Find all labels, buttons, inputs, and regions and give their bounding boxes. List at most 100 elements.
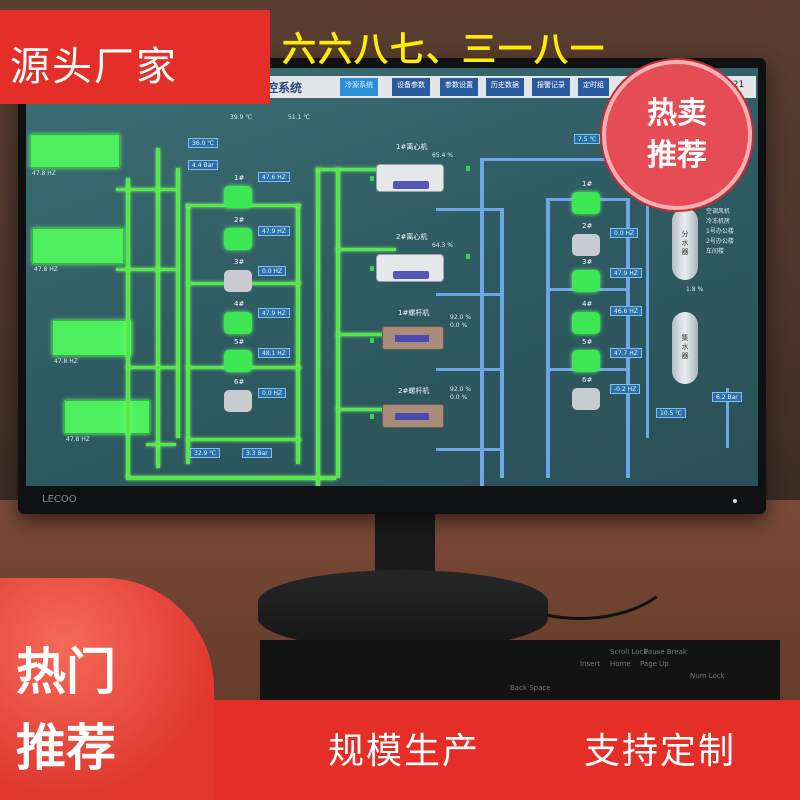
chilled-pump-2[interactable] [572,234,600,256]
chiller-label: 2#螺杆机 [398,387,430,395]
cooling-pump-2[interactable] [224,228,252,250]
pump-label: 1# [234,174,245,182]
top-left-temp2: 51.1 ℃ [288,114,311,121]
cw-return-pressure: 3.3 Bar [242,448,272,458]
badge-line: 推荐 [16,718,116,777]
key-label: Num Lock [690,672,725,680]
chilled-pump-6[interactable] [572,388,600,410]
cooling-pump-6[interactable] [224,390,252,412]
pipe [186,438,301,441]
valve[interactable] [370,414,374,419]
chiller-label: 2#离心机 [396,233,428,241]
pump-label: 1# [582,180,593,188]
valve[interactable] [466,254,470,259]
cooling-pump-3[interactable] [224,270,252,292]
banner-phrase: 规模生产 [328,731,481,772]
pipe [116,268,176,271]
chiller-coil [393,271,429,279]
chiller-load2: 0.0 % [450,322,468,329]
cooling-tower[interactable] [64,400,150,434]
valve[interactable] [370,266,374,271]
cw-supply-temp: 36.0 ℃ [188,138,219,148]
pump-label: 6# [234,378,245,386]
screw-chiller-2[interactable] [382,404,444,428]
tower-freq: 47.8 HZ [66,436,90,443]
pipe [546,198,550,478]
valve[interactable] [370,338,374,343]
badge-line: 热门 [16,642,116,701]
pipe [336,168,340,478]
water-distributor[interactable]: 分水器 [672,208,698,280]
chiller-load: 64.3 % [432,242,453,249]
chiller-coil [395,335,429,342]
pump-freq: 47.7 HZ [610,348,642,358]
chiller-load2: 0.0 % [450,394,468,401]
chw-return-temp: 10.5 ℃ [656,408,687,418]
pump-label: 6# [582,376,593,384]
banner-phrase: 支持定制 [584,731,737,772]
pump-label: 3# [234,258,245,266]
chiller-label: 1#螺杆机 [398,309,430,317]
key-label: Scroll Lock [610,648,648,656]
tab-schedule[interactable]: 定时组 [578,78,609,96]
key-label: Home [610,660,631,668]
key-label: Pause Break [644,648,687,656]
chiller-load: 92.0 % [450,386,471,393]
pump-freq: 46.6 HZ [610,306,642,316]
cooling-pump-5[interactable] [224,350,252,372]
chilled-pump-3[interactable] [572,270,600,292]
screw-chiller-1[interactable] [382,326,444,350]
badge-line: 推荐 [647,138,707,173]
pump-freq: 47.9 HZ [258,308,290,318]
pipe [126,476,336,480]
cooling-pump-1[interactable] [224,186,252,208]
cooling-tower[interactable] [30,134,120,168]
monitor-stand-neck [375,514,435,574]
tab-cooling-source[interactable]: 冷源系统 [340,78,378,96]
chilled-pump-1[interactable] [572,192,600,214]
centrifugal-chiller-1[interactable] [376,164,444,192]
pipe [156,148,160,468]
chw-supply-temp: 7.5 ℃ [574,134,601,144]
cooling-pump-4[interactable] [224,312,252,334]
pipe [336,408,396,411]
pump-freq: 0.0 HZ [258,266,287,276]
chilled-pump-4[interactable] [572,312,600,334]
valve[interactable] [370,176,374,181]
pump-label: 2# [234,216,245,224]
cable [480,500,680,620]
chw-pressure: 6.2 Bar [712,392,742,402]
pipe [726,388,729,448]
tower-freq: 47.8 HZ [32,170,56,177]
cooling-tower[interactable] [32,228,124,264]
cooling-tower[interactable] [52,320,132,356]
pipe [480,158,484,486]
tab-alarms[interactable]: 报警记录 [532,78,570,96]
tower-freq: 47.8 HZ [54,358,78,365]
pipe [480,158,660,161]
valve[interactable] [466,166,470,171]
pump-label: 2# [582,222,593,230]
pump-label: 4# [582,300,593,308]
tab-equipment-params[interactable]: 设备参数 [392,78,430,96]
water-collector[interactable]: 集水器 [672,312,698,384]
bottom-left-badge: 热门 推荐 [0,578,214,800]
pipe [146,443,176,446]
tab-history[interactable]: 历史数据 [486,78,524,96]
bottom-banner: 规模生产 支持定制 [214,700,800,800]
tab-param-settings[interactable]: 参数设置 [440,78,478,96]
pipe [186,204,190,464]
monitor-stand-base [258,570,548,650]
key-label: Insert [580,660,601,668]
tank-label: 分水器 [681,230,689,256]
tank-percent: 1.8 % [686,286,704,293]
pump-label: 3# [582,258,593,266]
tower-freq: 47.8 HZ [34,266,58,273]
pump-freq: 47.6 HZ [258,172,290,182]
pump-freq: 48.1 HZ [258,348,290,358]
centrifugal-chiller-2[interactable] [376,254,444,282]
pump-freq: 0.0 HZ [610,228,639,238]
chilled-pump-5[interactable] [572,350,600,372]
keyboard: Back Space Insert Home Page Up Scroll Lo… [260,640,780,700]
